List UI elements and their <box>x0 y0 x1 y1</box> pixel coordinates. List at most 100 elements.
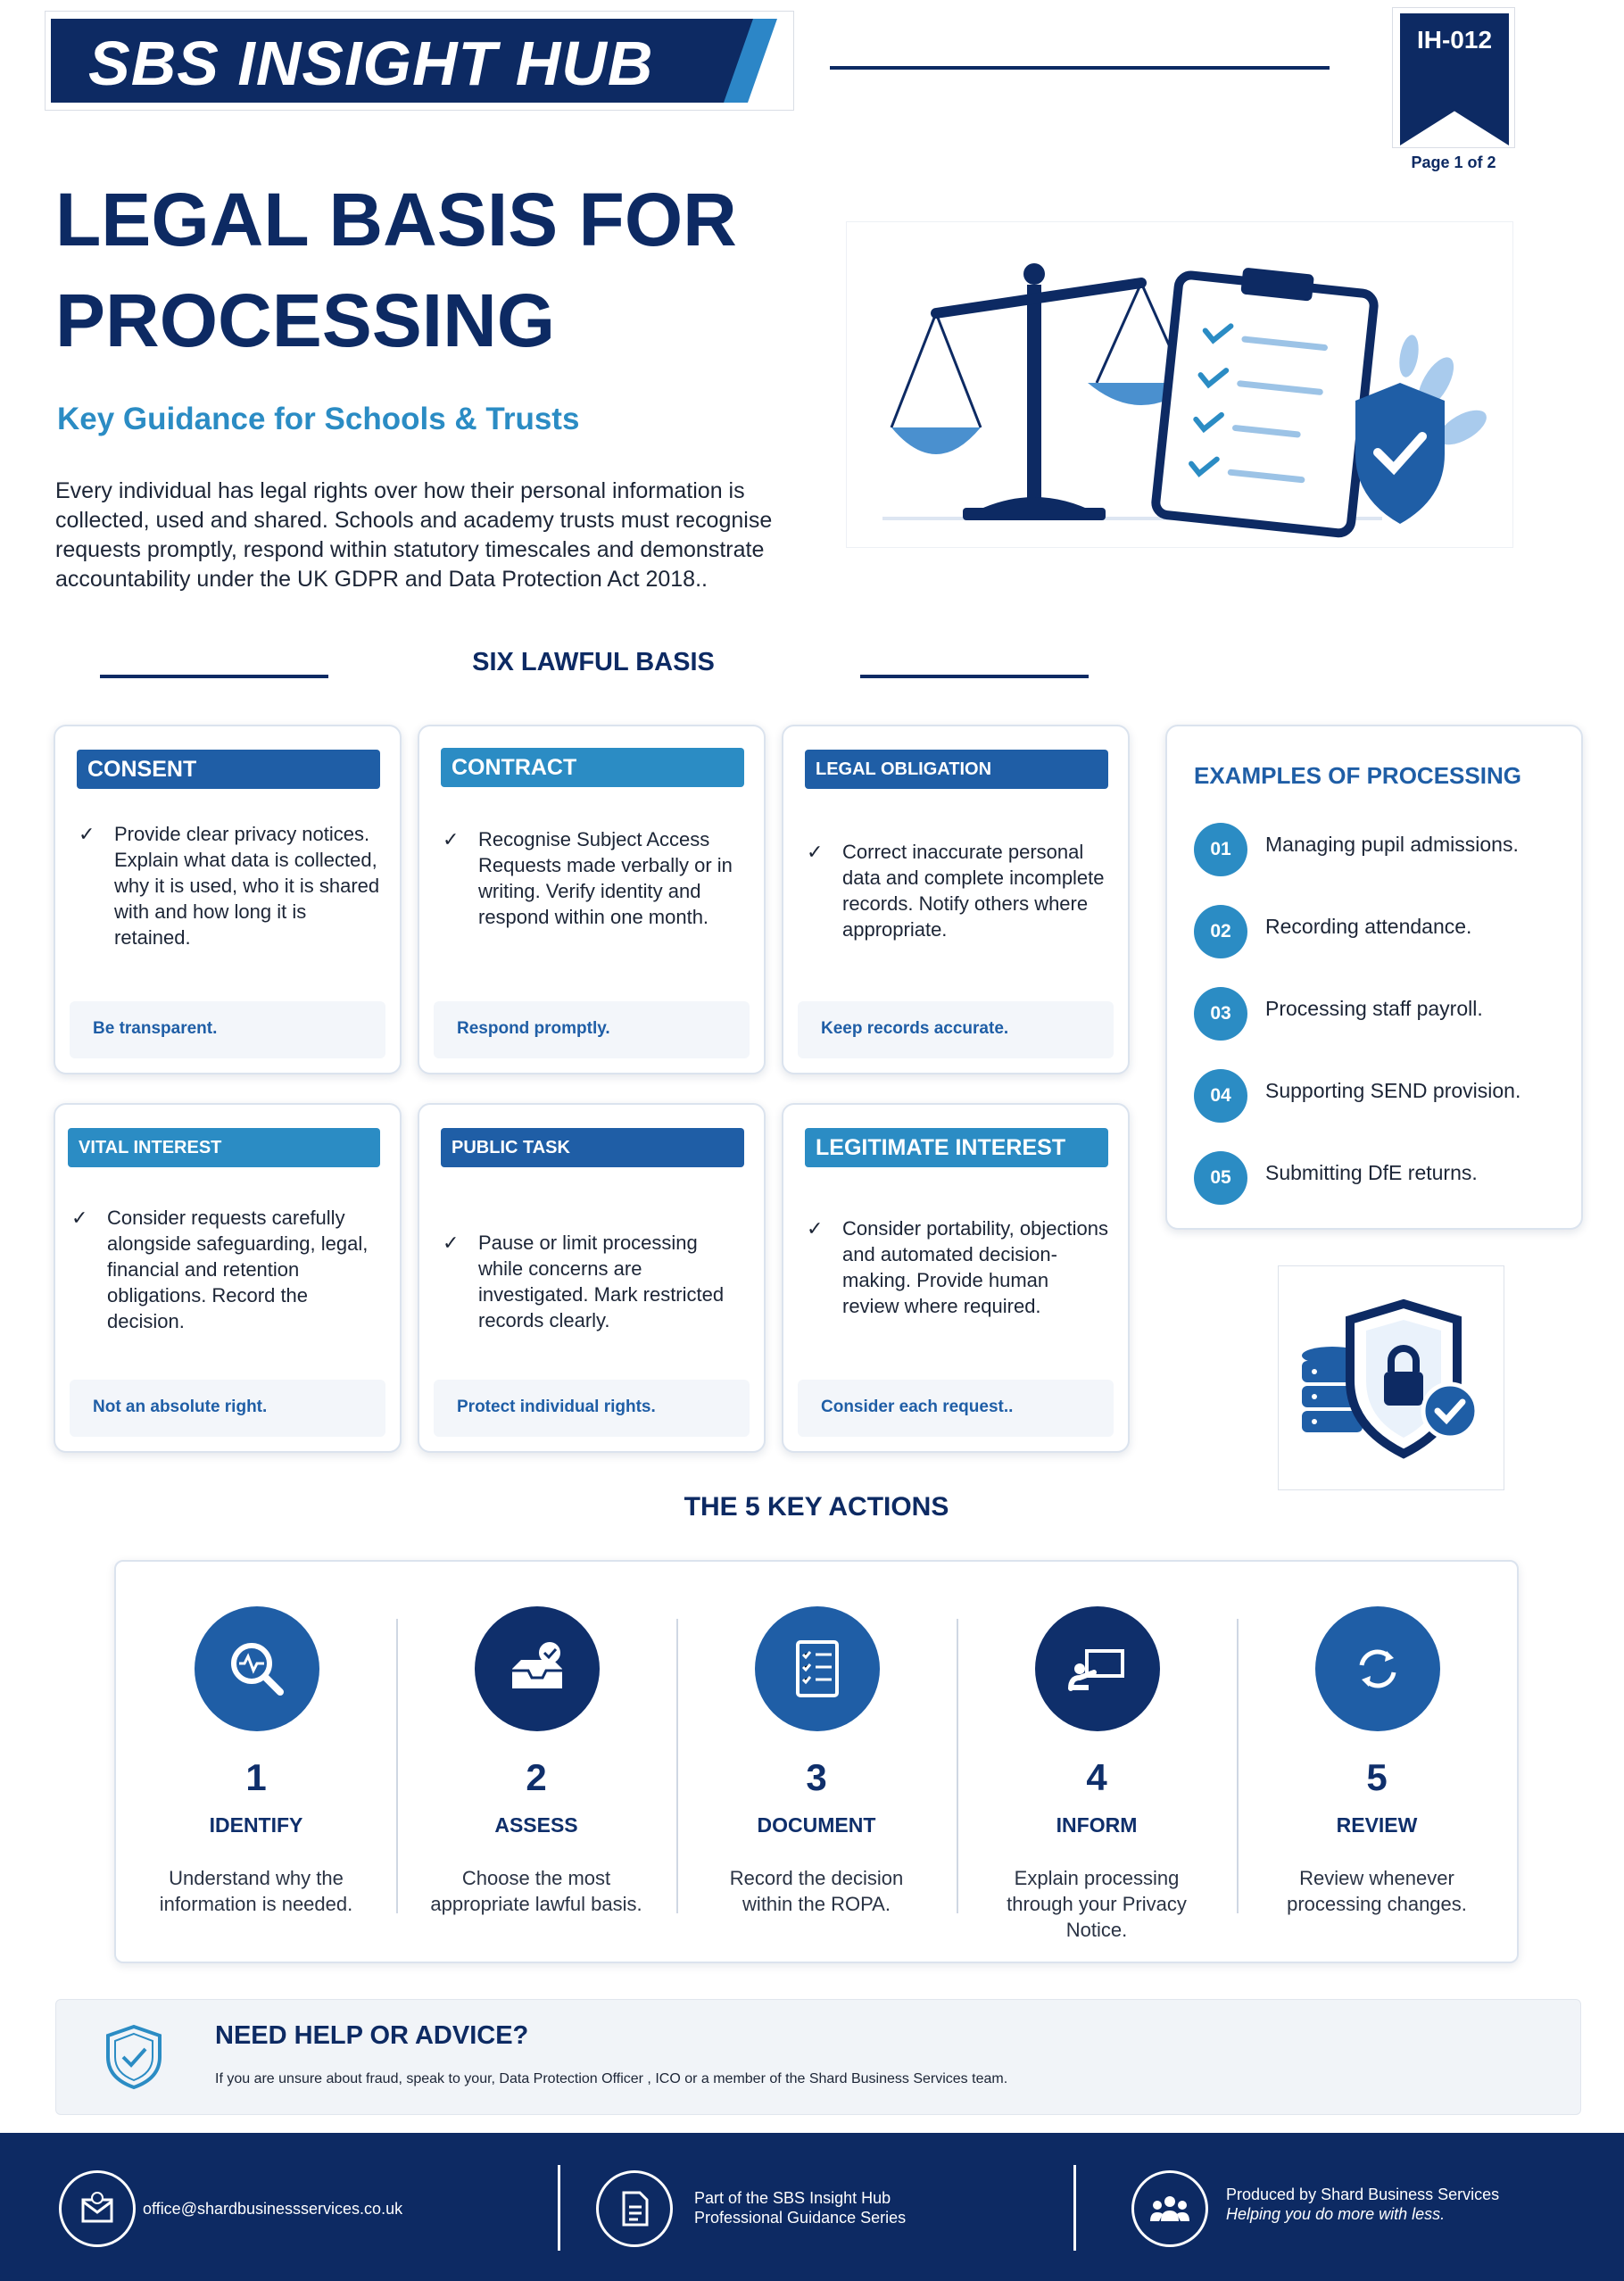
magnifier-pulse-icon <box>195 1606 319 1731</box>
example-item: 02 Recording attendance. <box>1194 905 1471 958</box>
example-number: 01 <box>1194 823 1247 876</box>
action-description: Review whenever processing changes. <box>1287 1867 1467 1915</box>
action-review: 5 REVIEW Review whenever processing chan… <box>1237 1562 1517 1965</box>
database-lock-shield-icon <box>1278 1265 1504 1490</box>
action-number: 1 <box>245 1756 267 1798</box>
card-tag: CONTRACT <box>441 748 744 787</box>
card-footer: Protect individual rights. <box>434 1380 750 1437</box>
footer: office@shardbusinessservices.co.uk Part … <box>0 2133 1624 2281</box>
brand-title: SBS INSIGHT HUB <box>88 29 654 98</box>
intro-paragraph: Every individual has legal rights over h… <box>55 478 773 592</box>
page-title: LEGAL BASIS FOR PROCESSING <box>55 170 823 371</box>
action-number: 3 <box>806 1756 827 1798</box>
card-body: ✓Recognise Subject Access Requests made … <box>443 826 744 930</box>
example-text: Recording attendance. <box>1265 914 1472 938</box>
footer-series-line-2: Professional Guidance Series <box>694 2209 907 2227</box>
card-consent: CONSENT ✓ Provide clear privacy notices. … <box>54 725 402 1074</box>
inbox-check-icon <box>475 1606 600 1731</box>
document-code: IH-012 <box>1416 26 1493 54</box>
card-legal-obligation: LEGAL OBLIGATION ✓ Correct inaccurate per… <box>782 725 1130 1074</box>
example-number: 05 <box>1194 1151 1247 1205</box>
page-title-line-2: PROCESSING <box>55 278 556 362</box>
card-text: Correct inaccurate personal data and com… <box>842 841 1105 941</box>
action-document: 3 DOCUMENT Record the decision within th… <box>676 1562 957 1965</box>
footer-producer: Produced by Shard Business Services Help… <box>1226 2185 1499 2224</box>
footer-divider <box>1073 2165 1076 2251</box>
card-text: Pause or limit processing while concerns… <box>478 1232 725 1331</box>
key-actions-heading: THE 5 KEY ACTIONS <box>684 1492 949 1522</box>
footer-divider <box>558 2165 560 2251</box>
example-text: Managing pupil admissions. <box>1265 832 1519 856</box>
card-tag: CONSENT <box>77 750 380 789</box>
refresh-icon <box>1315 1606 1440 1731</box>
action-inform: 4 INFORM Explain processing through your… <box>957 1562 1237 1965</box>
check-icon: ✓ <box>807 1217 824 1240</box>
footer-series: Part of the SBS Insight Hub Professional… <box>694 2188 906 2227</box>
card-tag: LEGITIMATE INTEREST <box>805 1128 1108 1167</box>
card-public-task: PUBLIC TASK ✓ Pause or limit processing w… <box>418 1103 766 1453</box>
action-identify: 1 IDENTIFY Understand why the informatio… <box>116 1562 396 1965</box>
footer-tagline: Helping you do more with less. <box>1226 2205 1446 2223</box>
example-item: 05 Submitting DfE returns. <box>1194 1151 1478 1205</box>
action-number: 2 <box>526 1756 547 1798</box>
card-text: Consider requests carefully alongside sa… <box>107 1207 369 1332</box>
page-title-line-1: LEGAL BASIS FOR <box>55 178 737 261</box>
help-text: If you are unsure about fraud, speak to … <box>215 2071 1008 2086</box>
card-contract: CONTRACT ✓Recognise Subject Access Reque… <box>418 725 766 1074</box>
card-vital-interest: VITAL INTEREST ✓ Consider requests carefu… <box>54 1103 402 1453</box>
example-number: 02 <box>1194 905 1247 958</box>
check-icon: ✓ <box>71 1207 88 1229</box>
card-body: ✓ Correct inaccurate personal data and co… <box>807 839 1108 942</box>
divider <box>957 1619 958 1913</box>
card-text: Recognise Subject Access Requests made v… <box>478 828 733 928</box>
action-number: 4 <box>1086 1756 1107 1798</box>
action-description: Explain processing through your Privacy … <box>1007 1867 1187 1941</box>
section-rule-right <box>860 675 1089 678</box>
divider <box>1237 1619 1239 1913</box>
card-body: ✓ Consider portability, objections and au… <box>807 1215 1108 1319</box>
card-footer: Consider each request.. <box>798 1380 1114 1437</box>
section-rule-left <box>100 675 328 678</box>
example-item: 01 Managing pupil admissions. <box>1194 823 1519 876</box>
team-icon <box>1131 2170 1208 2247</box>
card-text: Consider portability, objections and aut… <box>842 1217 1108 1317</box>
page-subtitle: Key Guidance for Schools & Trusts <box>57 402 580 436</box>
card-tag: PUBLIC TASK <box>441 1128 744 1167</box>
action-label: DOCUMENT <box>757 1813 876 1837</box>
card-text: Provide clear privacy notices. Explain w… <box>114 823 380 949</box>
example-number: 04 <box>1194 1069 1247 1123</box>
check-icon: ✓ <box>443 1232 460 1254</box>
card-body: ✓ Provide clear privacy notices. Explain … <box>79 821 380 950</box>
example-number: 03 <box>1194 987 1247 1041</box>
examples-title: EXAMPLES OF PROCESSING <box>1194 762 1521 789</box>
divider <box>396 1619 398 1913</box>
header-rule <box>830 66 1330 70</box>
footer-email[interactable]: office@shardbusinessservices.co.uk <box>143 2200 403 2218</box>
action-description: Record the decision within the ROPA. <box>729 1867 904 1915</box>
card-footer: Respond promptly. <box>434 1001 750 1058</box>
check-icon: ✓ <box>807 841 824 863</box>
key-actions-panel: 1 IDENTIFY Understand why the informatio… <box>114 1560 1519 1963</box>
card-footer: Keep records accurate. <box>798 1001 1114 1058</box>
lawful-basis-heading: SIX LAWFUL BASIS <box>472 648 715 676</box>
action-label: IDENTIFY <box>209 1813 303 1837</box>
action-label: INFORM <box>1056 1813 1138 1837</box>
checklist-icon <box>755 1606 880 1731</box>
help-title: NEED HELP OR ADVICE? <box>215 2021 529 2050</box>
footer-producer-line-1: Produced by Shard Business Services <box>1226 2186 1500 2203</box>
action-number: 5 <box>1366 1756 1388 1798</box>
check-icon: ✓ <box>79 823 95 845</box>
help-banner: NEED HELP OR ADVICE? If you are unsure a… <box>55 1999 1581 2115</box>
example-text: Submitting DfE returns. <box>1265 1160 1478 1184</box>
action-assess: 2 ASSESS Choose the most appropriate law… <box>396 1562 676 1965</box>
card-tag: LEGAL OBLIGATION <box>805 750 1108 789</box>
document-icon <box>596 2170 673 2247</box>
brand-banner: SBS INSIGHT HUB <box>45 11 794 111</box>
document-code-ribbon: IH-012 <box>1392 7 1515 148</box>
card-tag: VITAL INTEREST <box>68 1128 380 1167</box>
footer-series-line-1: Part of the SBS Insight Hub <box>694 2189 891 2207</box>
presenter-icon <box>1035 1606 1160 1731</box>
page-indicator: Page 1 of 2 <box>1411 153 1496 171</box>
